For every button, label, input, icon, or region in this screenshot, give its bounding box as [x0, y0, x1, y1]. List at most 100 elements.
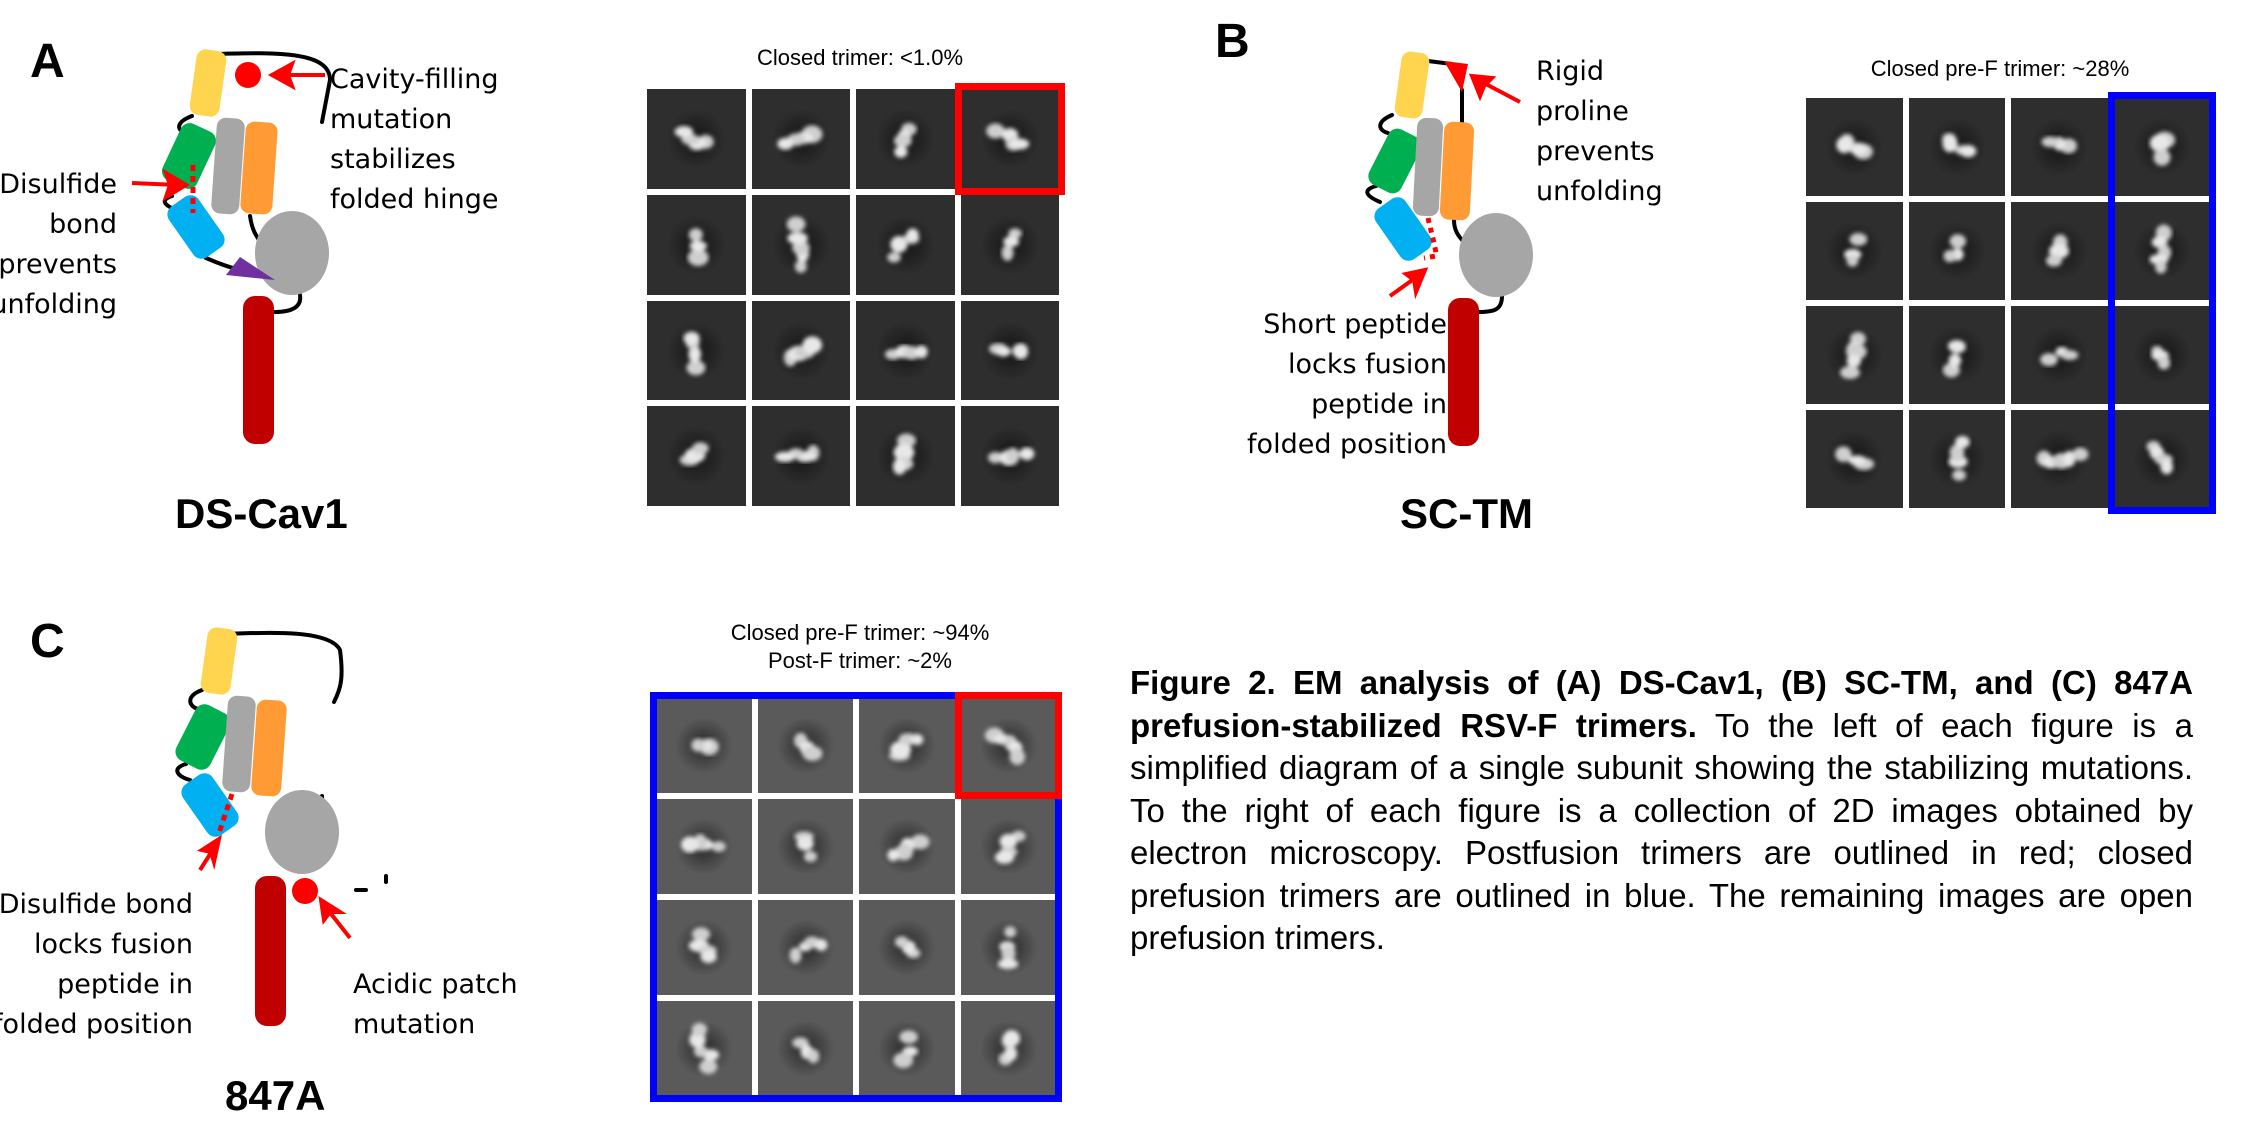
arrow-disulfide: [131, 168, 190, 202]
linker: [1378, 113, 1394, 135]
domain-blue: [167, 195, 225, 259]
particle-density: [2046, 234, 2070, 267]
em-title-a: Closed trimer: <1.0%: [756, 45, 964, 70]
particle-density: [997, 926, 1018, 970]
arrow-disulfide-c: [196, 834, 222, 872]
em-class-average: [1806, 410, 1903, 508]
particle-density: [893, 1030, 919, 1069]
em-class-average: [757, 900, 853, 995]
domain-gray-globular: [265, 790, 339, 874]
linker: [224, 630, 344, 704]
figure-caption: Figure 2. EM analysis of (A) DS-Cav1, (B…: [1130, 662, 2193, 960]
em-class-average: [960, 799, 1056, 894]
em-class-average: [960, 698, 1056, 793]
particle-density: [2041, 136, 2078, 154]
em-title-b: Closed pre-F trimer: ~28%: [1870, 56, 2130, 81]
panel-label-c: C: [30, 615, 65, 668]
particle-density: [679, 442, 709, 466]
em-class-average: [1908, 202, 2005, 300]
annotation-disulfide-c: Disulfide bond locks fusion peptide in f…: [0, 889, 193, 1040]
linker: [1365, 184, 1382, 204]
em-class-average: [1908, 306, 2005, 404]
domain-green: [1368, 128, 1422, 194]
em-class-average: [751, 406, 850, 506]
em-grid-a: [647, 89, 1059, 506]
em-class-average: [757, 698, 853, 793]
em-grid-c: [656, 698, 1056, 1096]
particle-density: [774, 445, 819, 463]
linker: [1476, 294, 1504, 314]
em-class-average: [2011, 306, 2108, 404]
caption-title: Figure 2. EM analysis of (A) DS-Cav1, (B…: [1130, 664, 2193, 744]
em-class-average: [1908, 98, 2005, 196]
domain-gray-helix: [1412, 117, 1444, 217]
particle-density: [687, 228, 709, 266]
particle-density: [791, 1037, 819, 1064]
particle-density: [887, 228, 920, 263]
particle-density: [2150, 345, 2170, 370]
transmembrane-domain: [243, 296, 274, 444]
domain-orange-helix: [240, 121, 278, 215]
em-class-average: [1908, 410, 2005, 508]
transmembrane-domain: [1448, 298, 1479, 446]
particle-density: [987, 447, 1034, 466]
annotation-acidic-patch: Acidic patch mutation: [353, 969, 518, 1040]
construct-name-a: DS-Cav1: [175, 490, 348, 537]
em-class-average: [1806, 306, 1903, 404]
domain-green: [175, 704, 231, 770]
em-class-average: [960, 406, 1059, 506]
domain-blue: [1374, 197, 1432, 261]
domain-orange-helix: [251, 699, 287, 797]
domain-gray-globular: [1459, 213, 1533, 297]
em-class-average: [856, 89, 955, 189]
em-class-average: [856, 300, 955, 401]
domain-yellow: [1394, 51, 1430, 119]
em-class-average: [2011, 410, 2108, 508]
particle-density: [2145, 440, 2173, 475]
em-class-average: [751, 300, 850, 401]
particle-density: [888, 733, 924, 761]
panel-label-a: A: [30, 35, 65, 88]
em-class-average: [859, 1001, 955, 1096]
domain-gray-globular: [255, 211, 329, 295]
annotation-rigid-proline: Rigid proline prevents unfolding: [1536, 56, 1663, 207]
cavity-filling-mutation-dot: [235, 62, 261, 88]
particle-density: [793, 732, 822, 761]
em-class-average: [1806, 98, 1903, 196]
particle-density: [984, 727, 1025, 766]
em-grid-b: [1806, 98, 2210, 508]
particle-density: [1836, 133, 1874, 160]
domain-orange-helix: [1439, 121, 1475, 221]
particle-density: [887, 834, 930, 862]
particle-density: [793, 831, 817, 862]
em-class-average: [656, 1001, 752, 1096]
linker: [175, 762, 192, 782]
arrow-rigid-proline: [1468, 73, 1521, 104]
particle-density: [786, 216, 810, 273]
em-class-average: [2113, 410, 2210, 508]
particle-density: [1835, 446, 1875, 471]
em-class-average: [2113, 202, 2210, 300]
domain-yellow: [200, 627, 238, 695]
acidic-patch-mutation-dot: [292, 878, 318, 904]
panel-label-b: B: [1215, 15, 1250, 68]
transmembrane-domain: [255, 876, 286, 1026]
domain-green: [161, 123, 217, 189]
disulfide-bond-dashes: [215, 793, 235, 837]
em-class-average: [2011, 202, 2108, 300]
annotation-cavity-filling: Cavity-filling mutation stabilizes folde…: [330, 64, 499, 215]
subunit-diagram-b: [1365, 51, 1533, 446]
subunit-diagram-c: [175, 627, 388, 1026]
em-class-average: [2113, 306, 2210, 404]
em-class-average: [656, 900, 752, 995]
particle-density: [1844, 233, 1868, 267]
particle-density: [2148, 224, 2172, 274]
particle-density: [688, 927, 717, 964]
em-class-average: [960, 300, 1059, 401]
particle-density: [783, 335, 822, 366]
particle-density: [893, 122, 917, 158]
particle-density: [674, 126, 714, 151]
em-class-average: [656, 799, 752, 894]
em-class-average: [960, 1001, 1056, 1096]
em-class-average: [856, 194, 955, 295]
